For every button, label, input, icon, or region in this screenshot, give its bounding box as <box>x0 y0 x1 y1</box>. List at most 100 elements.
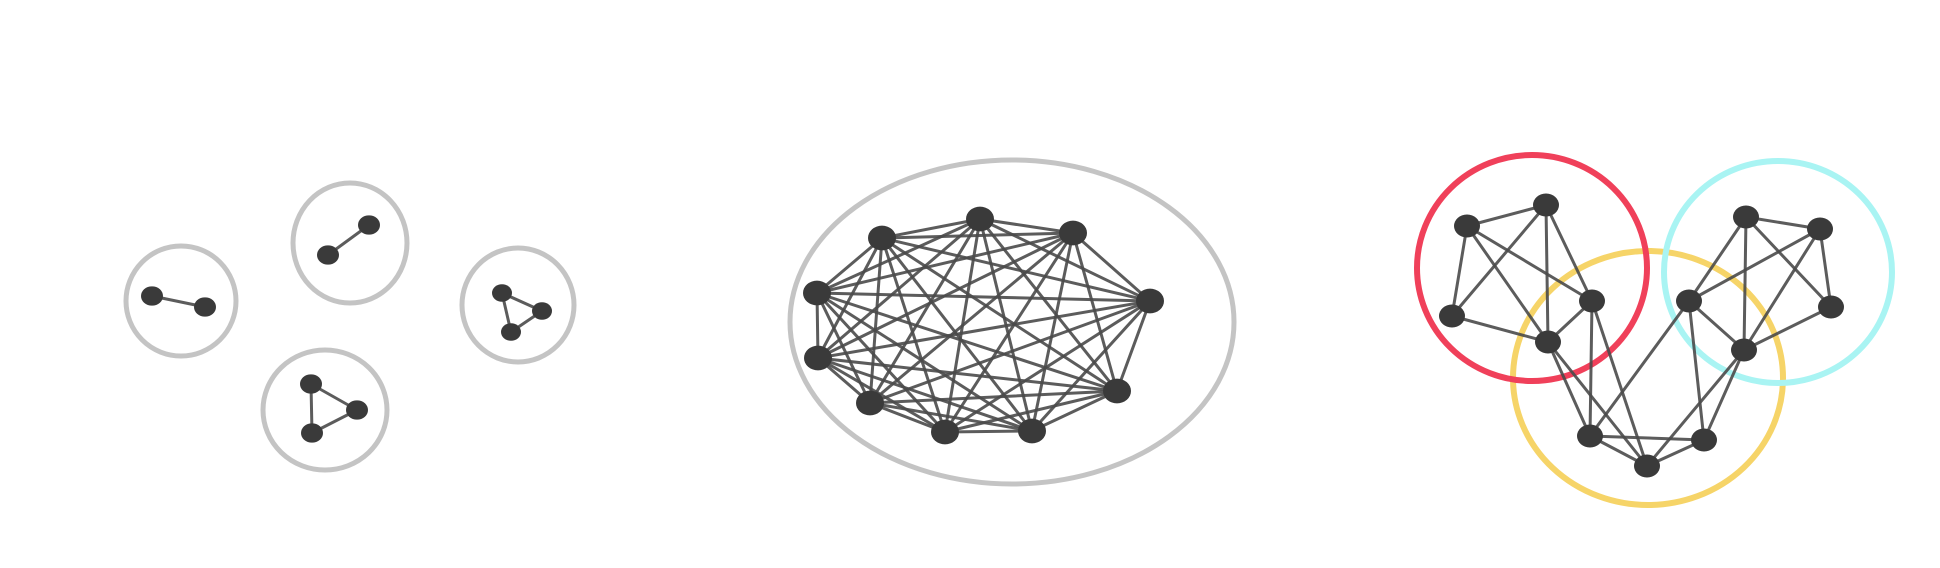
graph-edge <box>880 236 1152 303</box>
graph-edge <box>1546 340 1649 468</box>
graph-edge <box>1744 215 1833 309</box>
graph-edge <box>868 299 1152 405</box>
graph-edge <box>815 291 872 405</box>
graph-edge <box>1030 231 1075 433</box>
graph-edge <box>1071 231 1152 303</box>
graph-node <box>1676 289 1702 313</box>
cluster-complete <box>803 206 1164 445</box>
graph-node <box>1103 378 1131 404</box>
graph-edge <box>1450 203 1548 318</box>
graph-node <box>1691 428 1717 452</box>
graph-edge <box>1742 215 1748 352</box>
graph-edge <box>1588 299 1594 438</box>
graph-edge <box>1742 305 1833 352</box>
graph-node <box>868 225 896 251</box>
graph-edge <box>868 401 1034 433</box>
graph-edge <box>1115 299 1152 393</box>
graph-node <box>804 345 832 371</box>
graph-edge <box>978 217 1075 235</box>
cluster-overlap-graph <box>1439 193 1844 478</box>
graph-edge <box>1687 215 1748 303</box>
graph-edge <box>943 389 1119 434</box>
graph-node <box>1818 295 1844 319</box>
graph-node <box>1733 205 1759 229</box>
graph-edge <box>1030 389 1119 433</box>
graph-node <box>346 400 368 420</box>
graph-edge <box>816 356 1119 393</box>
graph-edge <box>943 429 1034 434</box>
graph-edge <box>1450 224 1469 318</box>
graph-edge <box>1818 227 1833 309</box>
graph-node <box>803 280 831 306</box>
graph-node <box>1059 220 1087 246</box>
graph-edge <box>1030 299 1152 433</box>
ring-triangle-bottom <box>260 347 390 473</box>
graph-node <box>931 419 959 445</box>
graph-node <box>1533 193 1559 217</box>
graph-node <box>1439 304 1465 328</box>
graph-node <box>1136 288 1164 314</box>
graph-edge <box>1465 224 1594 303</box>
graph-edge <box>1687 299 1706 442</box>
graph-edge <box>943 299 1152 434</box>
graph-node <box>966 206 994 232</box>
graph-edge <box>1465 224 1550 344</box>
graph-node <box>1807 217 1833 241</box>
graph-edge <box>816 236 884 360</box>
panel-overlapping-communities <box>1414 152 1895 508</box>
cluster-pair-top <box>317 215 380 265</box>
graph-node <box>1018 418 1046 444</box>
graph-node <box>856 390 884 416</box>
graph-node <box>1579 289 1605 313</box>
graph-edge <box>880 217 982 240</box>
graph-node <box>1634 454 1660 478</box>
graph-node <box>301 423 323 443</box>
graph-edge <box>1687 299 1746 352</box>
graph-edge <box>1546 340 1592 438</box>
graph-edge <box>1588 299 1691 438</box>
ring-triangle-right <box>459 245 577 365</box>
graph-edge <box>1544 203 1594 303</box>
ring-community-red <box>1414 152 1650 384</box>
graph-edge <box>815 231 1075 295</box>
graph-edge <box>1544 203 1550 344</box>
graph-node <box>1731 338 1757 362</box>
ring-pair-left <box>123 243 239 359</box>
panel-complete-graph <box>787 157 1237 487</box>
graph-node <box>141 286 163 306</box>
ring-pair-top <box>290 180 410 306</box>
graph-edge <box>868 389 1119 405</box>
graph-edge <box>1071 231 1119 393</box>
graph-edge <box>1702 348 1746 442</box>
graph-edge <box>880 236 1119 393</box>
graph-edge <box>816 217 982 360</box>
graph-edge <box>815 236 884 295</box>
graph-node <box>501 323 521 341</box>
graph-node <box>194 297 216 317</box>
cluster-pair-left <box>141 286 216 317</box>
graph-edge <box>816 299 1152 360</box>
panel-disjoint-groups <box>123 180 577 473</box>
graph-edge <box>1450 314 1550 344</box>
graph-edge <box>815 291 1152 303</box>
graph-node <box>1454 214 1480 238</box>
ring-community-cyan <box>1661 158 1895 386</box>
graph-edge <box>1742 227 1822 352</box>
graph-edge <box>868 231 1075 405</box>
graph-edge <box>1465 203 1548 228</box>
graph-node <box>532 302 552 320</box>
graph-edge <box>1687 227 1822 303</box>
graph-edge <box>815 291 1119 393</box>
graph-node <box>492 284 512 302</box>
cluster-triangle-bottom <box>300 374 368 443</box>
graph-edge <box>978 217 1152 303</box>
graph-node <box>300 374 322 394</box>
graph-node <box>358 215 380 235</box>
graph-edge <box>815 217 982 295</box>
graph-edge <box>816 356 947 434</box>
cluster-triangle-right <box>492 284 552 341</box>
graph-node <box>317 245 339 265</box>
graph-node <box>1577 424 1603 448</box>
graph-edge <box>1645 348 1746 468</box>
